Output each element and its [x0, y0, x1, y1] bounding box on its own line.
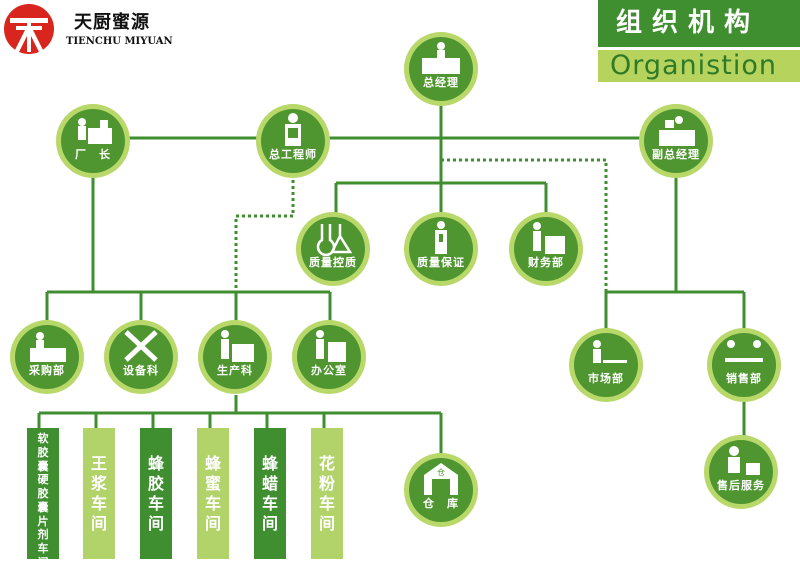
page-subtitle: Organistion — [598, 50, 800, 82]
phone-desk-icon — [30, 332, 66, 362]
node-quality-control[interactable]: 质量控质 — [296, 212, 370, 286]
node-label: 生产科 — [217, 364, 253, 377]
node-label: 财务部 — [528, 256, 564, 269]
engineer-icon — [285, 113, 301, 146]
warehouse-sign: 仓 — [437, 467, 445, 477]
node-quality-assurance[interactable]: 质量保证 — [404, 212, 478, 286]
flask-icon — [316, 224, 353, 256]
workshop-label: 蜂胶车间 — [148, 454, 165, 533]
workshop-label: 王浆车间 — [91, 454, 108, 533]
brand-logo-icon — [4, 4, 54, 54]
computer-desk-icon — [659, 116, 695, 146]
node-deputy-gm[interactable]: 副总经理 — [639, 104, 713, 178]
node-market[interactable]: 市场部 — [569, 328, 643, 402]
workshop-bar[interactable]: 王浆车间 — [83, 428, 115, 559]
workshop-bar[interactable]: 蜂蜜车间 — [197, 428, 229, 559]
node-label: 市场部 — [588, 372, 624, 385]
node-general-manager[interactable]: 总经理 — [404, 32, 478, 106]
workshop-bar[interactable]: 蜂蜡车间 — [254, 428, 286, 559]
inspector-icon — [435, 221, 447, 254]
laptop-user-icon — [593, 340, 627, 363]
node-equipment[interactable]: 设备科 — [104, 320, 178, 394]
node-factory-director[interactable]: 厂 长 — [56, 104, 130, 178]
brand-name-cn: 天厨蜜源 — [74, 12, 150, 33]
meeting-icon — [725, 340, 763, 362]
workshop-label: 蜂蜡车间 — [262, 454, 279, 533]
desk-worker-icon — [78, 118, 112, 144]
support-phone-icon — [728, 446, 760, 475]
node-warehouse[interactable]: 仓 仓 库 — [404, 453, 478, 527]
workshop-bar[interactable]: 软胶囊硬胶囊片剂车间 — [27, 428, 59, 569]
accountant-desk-icon — [533, 222, 565, 254]
tools-icon — [124, 330, 158, 362]
page-title: 组织机构 — [598, 0, 800, 47]
node-purchasing[interactable]: 采购部 — [10, 320, 84, 394]
node-label: 采购部 — [29, 364, 65, 377]
workshop-bar[interactable]: 蜂胶车间 — [140, 428, 172, 559]
node-label: 办公室 — [311, 364, 347, 377]
node-label: 售后服务 — [717, 479, 765, 492]
node-label: 总工程师 — [269, 148, 317, 161]
node-finance[interactable]: 财务部 — [509, 212, 583, 286]
workshop-label: 花粉车间 — [319, 454, 336, 533]
node-label: 销售部 — [726, 372, 762, 385]
node-label: 总经理 — [423, 76, 459, 89]
node-label: 质量控质 — [309, 256, 357, 269]
node-sales[interactable]: 销售部 — [707, 328, 781, 402]
brand-name-en: TIENCHU MIYUAN — [66, 36, 173, 47]
warehouse-icon: 仓 — [424, 463, 458, 495]
node-label: 质量保证 — [417, 256, 465, 269]
office-worker-icon — [316, 330, 346, 362]
workshop-label: 软胶囊硬胶囊片剂车间 — [37, 432, 49, 569]
node-office[interactable]: 办公室 — [292, 320, 366, 394]
node-chief-engineer[interactable]: 总工程师 — [256, 104, 330, 178]
node-label: 副总经理 — [652, 148, 700, 161]
desk-worker-icon — [221, 330, 254, 362]
manager-desk-icon — [422, 42, 460, 74]
node-label: 厂 长 — [75, 148, 111, 161]
workshop-bar[interactable]: 花粉车间 — [311, 428, 343, 559]
node-label: 设备科 — [123, 364, 159, 377]
node-after-sales[interactable]: 售后服务 — [704, 435, 778, 509]
workshop-label: 蜂蜜车间 — [205, 454, 222, 533]
node-label: 仓 库 — [423, 497, 459, 510]
node-production[interactable]: 生产科 — [198, 320, 272, 394]
